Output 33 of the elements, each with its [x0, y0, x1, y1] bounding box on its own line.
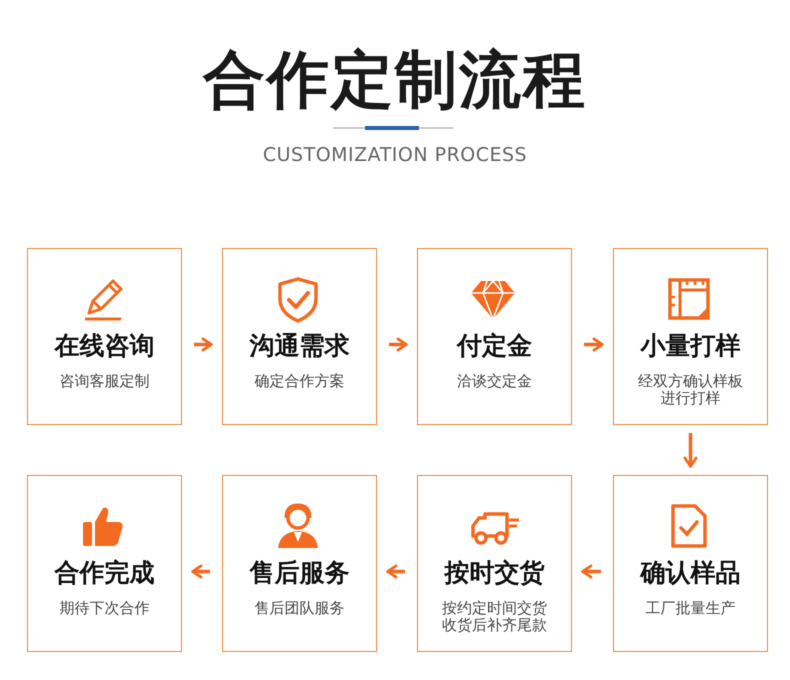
- step-description: 确定合作方案: [254, 373, 346, 390]
- arrow: [194, 338, 213, 352]
- step-description: 洽谈交定金: [456, 373, 533, 390]
- arrow: [684, 433, 698, 468]
- step-description: 经双方确认样板进行打样: [637, 373, 744, 407]
- step-title: 合作完成: [53, 558, 156, 588]
- step-title: 在线咨询: [53, 331, 156, 361]
- arrow: [386, 564, 405, 578]
- process-box: [613, 475, 768, 652]
- process-box: [27, 475, 182, 652]
- step-description: 咨询客服定制: [58, 373, 150, 390]
- process-box: [417, 248, 572, 425]
- step-description: 售后团队服务: [254, 600, 346, 617]
- arrow: [584, 338, 604, 352]
- arrow: [389, 338, 408, 352]
- arrow: [581, 564, 601, 578]
- step-title: 确认样品: [638, 558, 742, 588]
- step-title: 售后服务: [248, 558, 350, 588]
- title: 合作定制流程: [201, 42, 588, 118]
- process-box: [417, 475, 572, 652]
- step-title: 小量打样: [639, 331, 742, 361]
- process-box: [27, 248, 182, 425]
- subtitle: CUSTOMIZATION PROCESS: [262, 143, 528, 167]
- step-title: 沟通需求: [248, 331, 350, 361]
- process-box: [222, 248, 377, 425]
- step-title: 按时交货: [443, 558, 546, 588]
- process-box: [222, 475, 377, 652]
- step-description: 工厂批量生产: [644, 600, 736, 617]
- step-description: 按约定时间交货收货后补齐尾款: [441, 600, 548, 634]
- step-description: 期待下次合作: [58, 600, 150, 617]
- process-box: [613, 248, 768, 425]
- step-title: 付定金: [455, 331, 533, 361]
- arrow: [191, 564, 210, 578]
